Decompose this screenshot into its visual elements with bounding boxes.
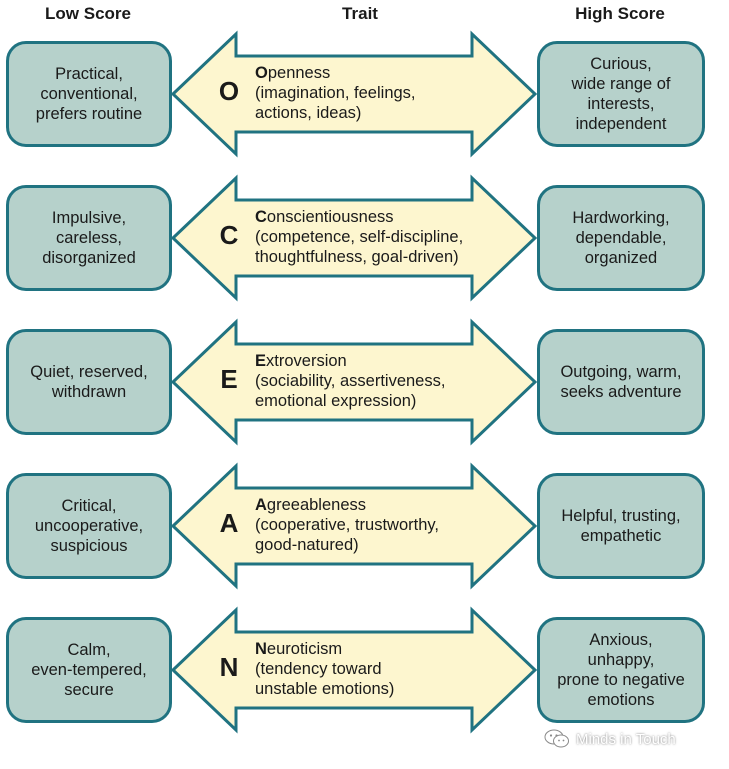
low-score-text: Impulsive, careless, disorganized — [42, 209, 136, 267]
trait-row-agreeableness: Critical, uncooperative, suspicious A Ag… — [0, 462, 729, 590]
trait-name: Openness — [255, 64, 330, 82]
high-score-text: Hardworking, dependable, organized — [572, 209, 670, 267]
low-score-box: Calm, even-tempered, secure — [6, 617, 172, 723]
trait-name-initial: O — [255, 64, 268, 82]
trait-facets: (imagination, feelings, actions, ideas) — [255, 84, 416, 122]
double-arrow-shape — [170, 606, 538, 734]
high-score-box: Anxious, unhappy, prone to negative emot… — [537, 617, 705, 723]
trait-row-conscientiousness: Impulsive, careless, disorganized C Cons… — [0, 174, 729, 302]
wechat-icon — [544, 729, 569, 748]
trait-row-openness: Practical, conventional, prefers routine… — [0, 30, 729, 158]
trait-letter: E — [220, 364, 238, 394]
high-score-box: Curious, wide range of interests, indepe… — [537, 41, 705, 147]
high-score-box: Outgoing, warm, seeks adventure — [537, 329, 705, 435]
header-trait: Trait — [342, 4, 378, 23]
trait-facets: (tendency toward unstable emotions) — [255, 660, 395, 698]
double-arrow-shape — [170, 174, 538, 302]
trait-name-initial: E — [255, 352, 267, 370]
low-score-text: Critical, uncooperative, suspicious — [34, 497, 144, 555]
trait-name-rest: greeableness — [266, 496, 366, 514]
trait-letter: O — [218, 76, 240, 106]
trait-description: Neuroticism (tendency toward unstable em… — [255, 639, 525, 699]
trait-name: Conscientiousness — [255, 208, 394, 226]
trait-name: Agreeableness — [255, 496, 366, 514]
trait-letter: C — [219, 220, 239, 250]
trait-name-rest: onscientiousness — [266, 208, 394, 226]
trait-name-initial: N — [255, 640, 267, 658]
trait-facets: (cooperative, trustworthy, good-natured) — [255, 516, 440, 554]
low-score-box: Quiet, reserved, withdrawn — [6, 329, 172, 435]
high-score-box: Helpful, trusting, empathetic — [537, 473, 705, 579]
double-arrow-shape — [170, 462, 538, 590]
low-score-box: Critical, uncooperative, suspicious — [6, 473, 172, 579]
trait-name-rest: euroticism — [266, 640, 343, 658]
high-score-box: Hardworking, dependable, organized — [537, 185, 705, 291]
high-score-text: Outgoing, warm, seeks adventure — [560, 363, 682, 401]
trait-name: Extroversion — [255, 352, 347, 370]
high-score-text: Anxious, unhappy, prone to negative emot… — [557, 631, 685, 709]
trait-letter: N — [219, 652, 239, 682]
trait-name-initial: C — [255, 208, 267, 226]
header-low-score: Low Score — [45, 4, 131, 23]
low-score-text: Practical, conventional, prefers routine — [35, 65, 143, 123]
low-score-text: Calm, even-tempered, secure — [31, 641, 147, 699]
trait-name-rest: penness — [267, 64, 331, 82]
low-score-box: Practical, conventional, prefers routine — [6, 41, 172, 147]
trait-row-neuroticism: Calm, even-tempered, secure N Neuroticis… — [0, 606, 729, 734]
trait-description: Extroversion (sociability, assertiveness… — [255, 351, 525, 411]
double-arrow-shape — [170, 30, 538, 158]
trait-row-extroversion: Quiet, reserved, withdrawn E Extroversio… — [0, 318, 729, 446]
trait-description: Openness (imagination, feelings, actions… — [255, 63, 525, 123]
header-high-score: High Score — [575, 4, 665, 23]
trait-facets: (sociability, assertiveness, emotional e… — [255, 372, 446, 410]
trait-description: Agreeableness (cooperative, trustworthy,… — [255, 495, 525, 555]
trait-description: Conscientiousness (competence, self-disc… — [255, 207, 525, 267]
trait-name: Neuroticism — [255, 640, 342, 658]
watermark-text: Minds in Touch — [576, 730, 676, 748]
trait-name-rest: xtroversion — [266, 352, 347, 370]
high-score-text: Curious, wide range of interests, indepe… — [571, 55, 671, 133]
double-arrow-shape — [170, 318, 538, 446]
high-score-text: Helpful, trusting, empathetic — [561, 507, 681, 545]
trait-name-initial: A — [255, 496, 267, 514]
low-score-box: Impulsive, careless, disorganized — [6, 185, 172, 291]
watermark: Minds in Touch — [544, 727, 720, 751]
trait-facets: (competence, self-discipline, thoughtful… — [255, 228, 464, 266]
low-score-text: Quiet, reserved, withdrawn — [30, 363, 148, 401]
trait-letter: A — [219, 508, 239, 538]
